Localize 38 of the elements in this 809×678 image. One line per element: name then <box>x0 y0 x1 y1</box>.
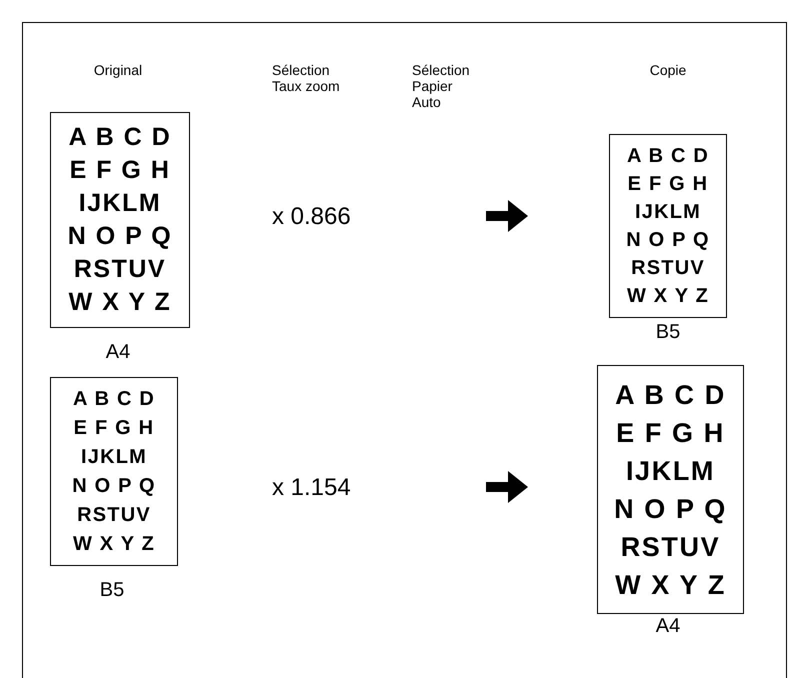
paper-sheet <box>597 365 744 614</box>
letter-row-text: E F G H <box>628 172 708 197</box>
column-heading: Sélection Papier Auto <box>412 62 471 110</box>
letter-row-text: A B C D <box>615 378 726 412</box>
letter-row-text: RSTUV <box>631 256 705 281</box>
letter-row-text: A B C D <box>72 386 156 412</box>
paper-sheet <box>50 377 178 566</box>
letter-row-text: E F G H <box>70 155 170 186</box>
letter-row-text: E F G H <box>616 416 725 450</box>
letter-row-text: N O P Q <box>626 228 710 253</box>
zoom-ratio: x 1.154 <box>272 471 351 505</box>
letter-row-text: A B C D <box>68 122 172 153</box>
paper-sheet <box>609 134 727 318</box>
letter-row-text: N O P Q <box>614 492 727 526</box>
letter-row-text: RSTUV <box>77 502 151 528</box>
letter-row-text: A B C D <box>626 144 710 169</box>
column-heading: Sélection Taux zoom <box>272 62 341 94</box>
paper-size-label: A4 <box>654 614 682 638</box>
letter-row-text: W X Y Z <box>72 532 156 556</box>
letter-row-text: IJKLM <box>626 454 716 488</box>
paper-size-label: B5 <box>654 320 682 344</box>
letter-row-text: RSTUV <box>620 530 720 564</box>
letter-row-text: IJKLM <box>635 200 701 225</box>
letter-row-text: E F G H <box>74 416 154 440</box>
letter-row-text: W X Y Z <box>615 568 726 602</box>
letter-row-text: IJKLM <box>78 188 162 219</box>
paper-sheet <box>50 112 190 328</box>
zoom-ratio: x 0.866 <box>272 200 351 234</box>
letter-row-text: N O P Q <box>68 221 172 252</box>
column-heading: Original <box>92 62 144 78</box>
letter-row-text: W X Y Z <box>68 287 172 318</box>
letter-row-text: N O P Q <box>72 474 156 498</box>
column-heading: Copie <box>648 62 688 78</box>
letter-row-text: IJKLM <box>81 444 147 470</box>
paper-size-label: B5 <box>98 578 126 602</box>
letter-row-text: RSTUV <box>74 254 166 285</box>
letter-row-text: W X Y Z <box>626 284 710 309</box>
paper-size-label: A4 <box>104 340 132 364</box>
